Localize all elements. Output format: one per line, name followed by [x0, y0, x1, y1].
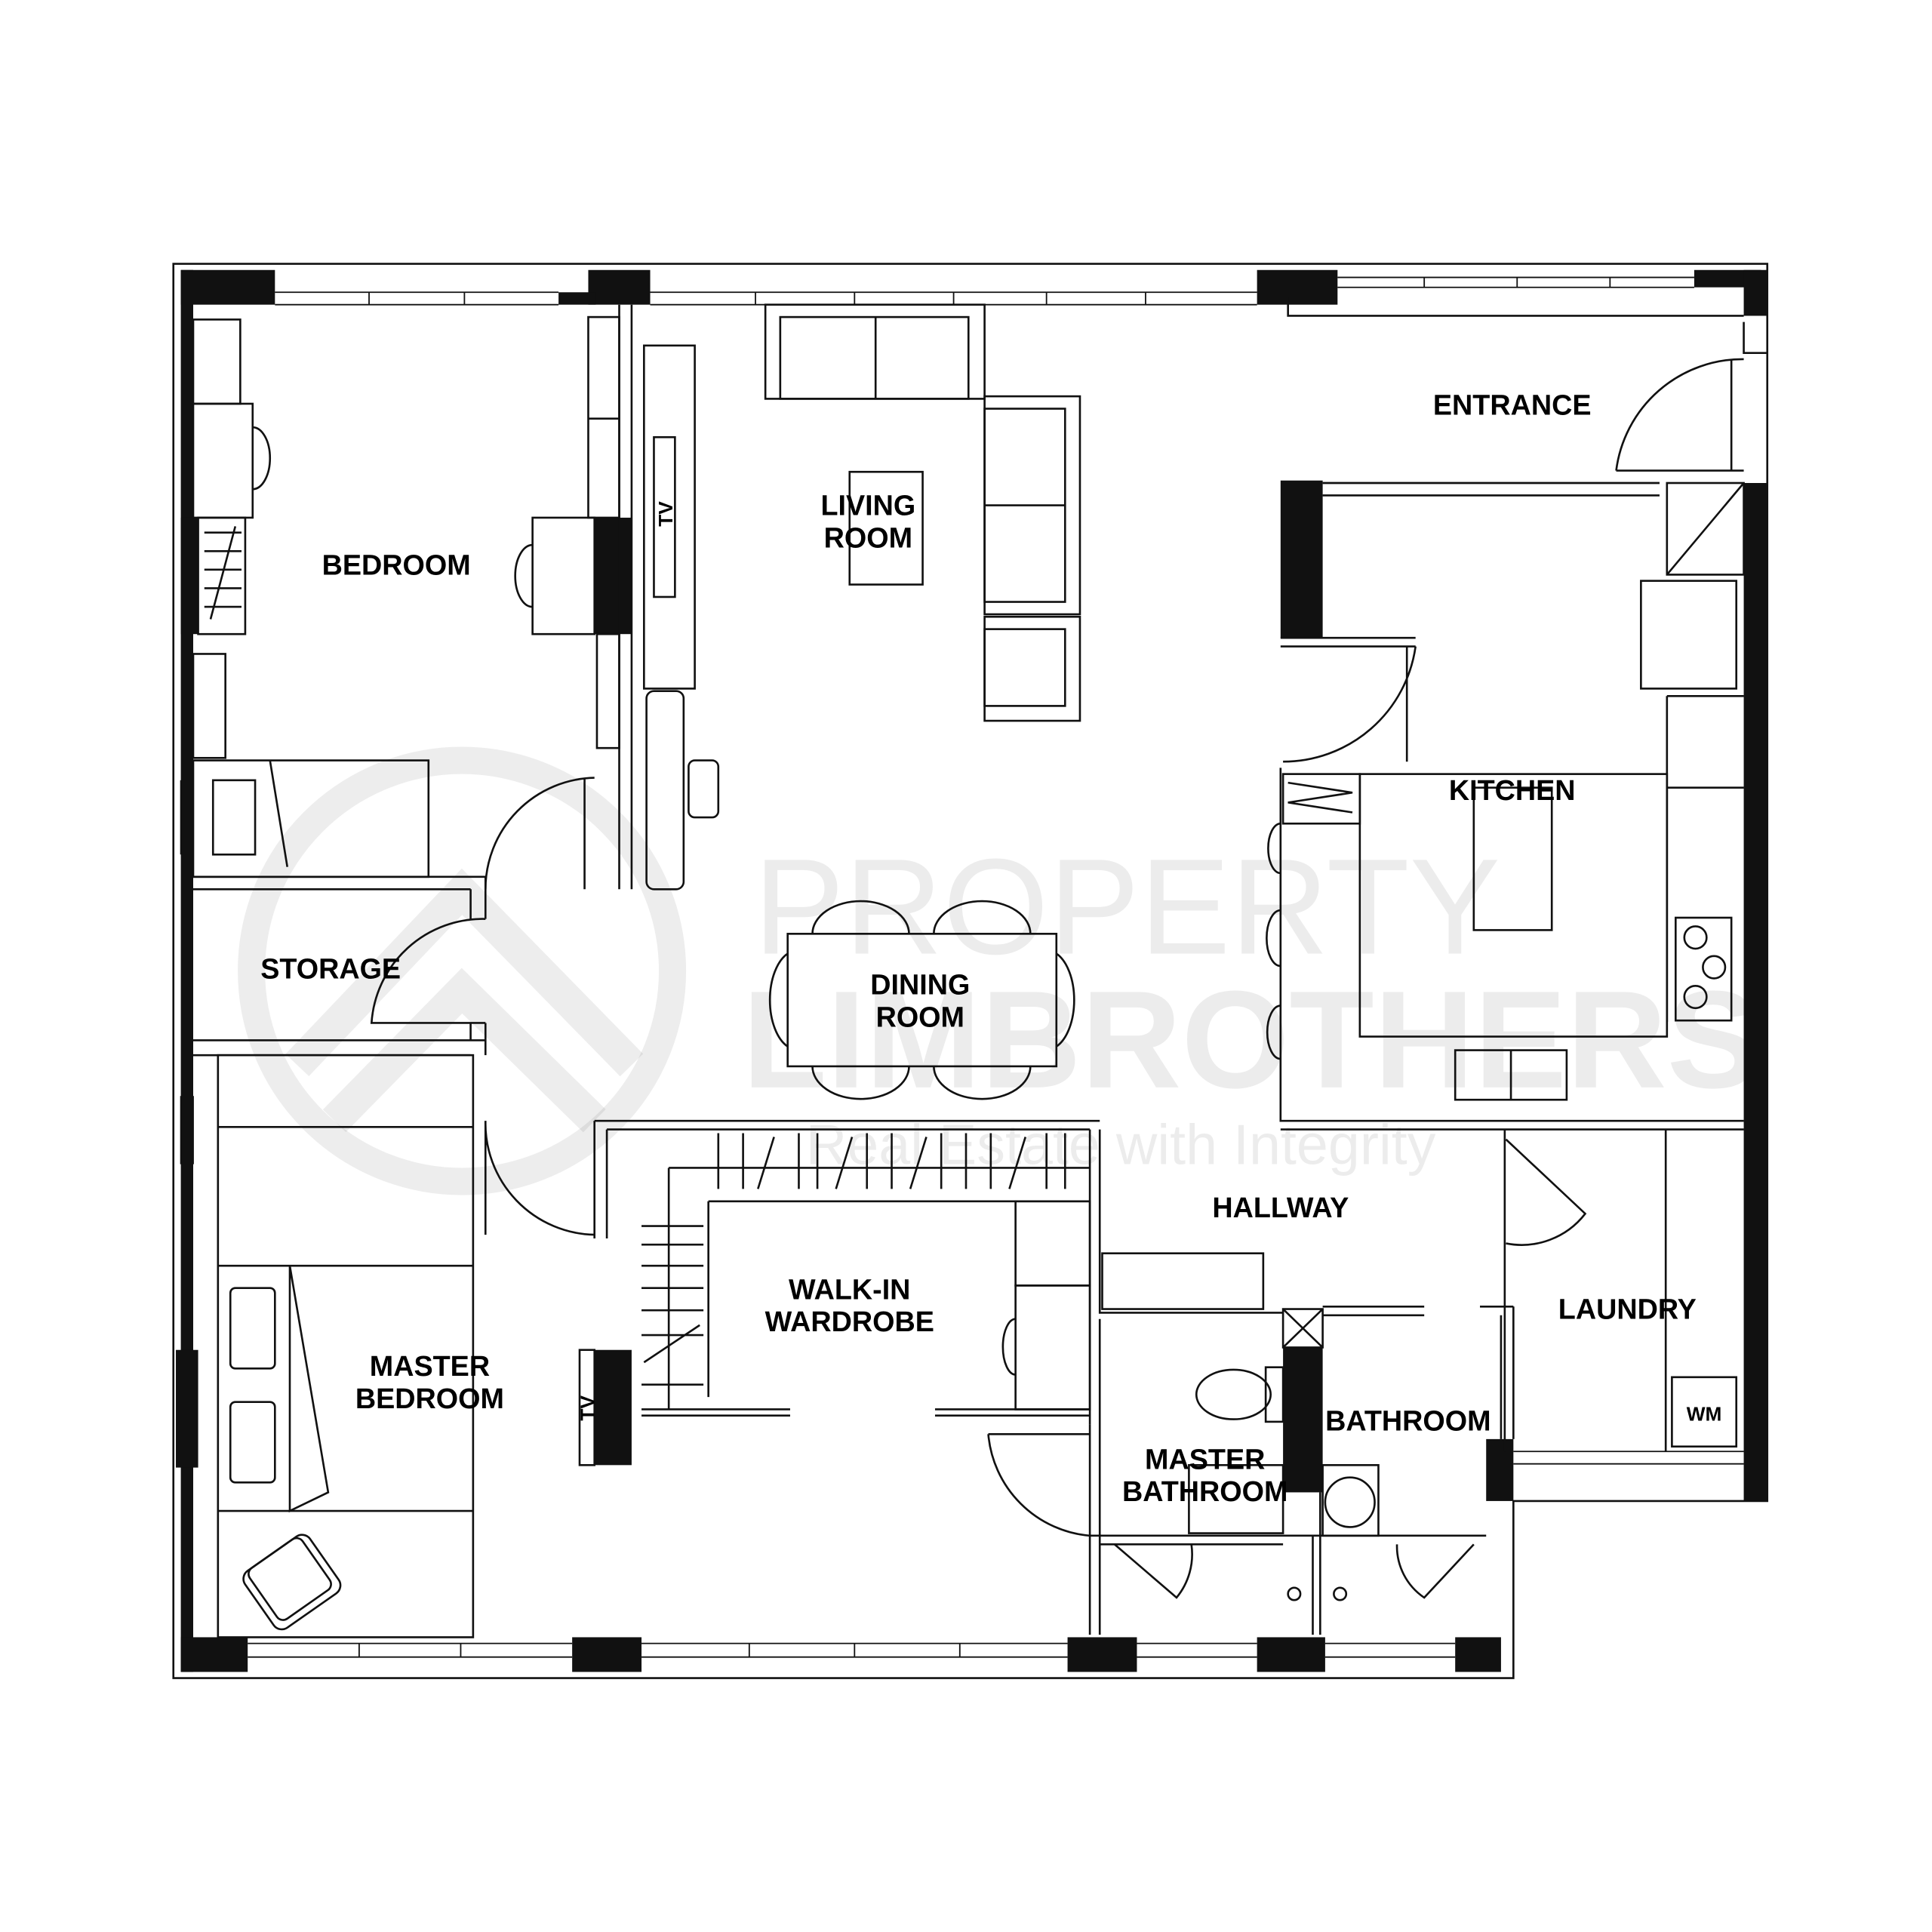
label-master-bedroom-2: BEDROOM [355, 1383, 504, 1414]
windows [180, 276, 1744, 1658]
label-bedroom: BEDROOM [322, 549, 471, 580]
label-master-bedroom-1: MASTER [370, 1350, 490, 1382]
label-hallway: HALLWAY [1212, 1192, 1349, 1223]
label-dining-room-2: ROOM [876, 1001, 964, 1032]
label-dining-room-1: DINING [870, 969, 970, 1001]
label-washing-machine: WM [1687, 1402, 1722, 1425]
watermark: PROPERTY LIMBROTHERS Real Estate with In… [238, 746, 1760, 1195]
label-tv-master: TV [577, 1395, 599, 1421]
watermark-logo-roof [285, 868, 644, 1133]
label-laundry: LAUNDRY [1558, 1294, 1697, 1325]
label-living-room-1: LIVING [820, 490, 915, 521]
label-kitchen: KITCHEN [1449, 774, 1576, 806]
label-entrance: ENTRANCE [1433, 389, 1592, 421]
label-tv-living: TV [654, 501, 677, 527]
doors [370, 358, 1744, 1599]
furniture [192, 303, 1745, 1638]
watermark-tagline: Real Estate with Integrity [806, 1113, 1436, 1177]
label-walkin-1: WALK-IN [789, 1273, 910, 1305]
walls [176, 269, 1767, 1672]
label-bathroom: BATHROOM [1325, 1404, 1491, 1436]
label-walkin-2: WARDROBE [765, 1306, 934, 1337]
label-living-room-2: ROOM [824, 521, 912, 553]
partitions [193, 297, 1767, 1635]
label-master-bathroom-2: BATHROOM [1122, 1475, 1287, 1507]
watermark-line2: LIMBROTHERS [743, 962, 1760, 1117]
label-master-bathroom-1: MASTER [1145, 1443, 1265, 1475]
label-storage: STORAGE [260, 952, 401, 984]
room-labels: BEDROOM LIVING ROOM ENTRANCE KITCHEN STO… [260, 389, 1721, 1507]
watermark-line1: PROPERTY [753, 832, 1500, 983]
watermark-logo-ring [238, 746, 687, 1195]
